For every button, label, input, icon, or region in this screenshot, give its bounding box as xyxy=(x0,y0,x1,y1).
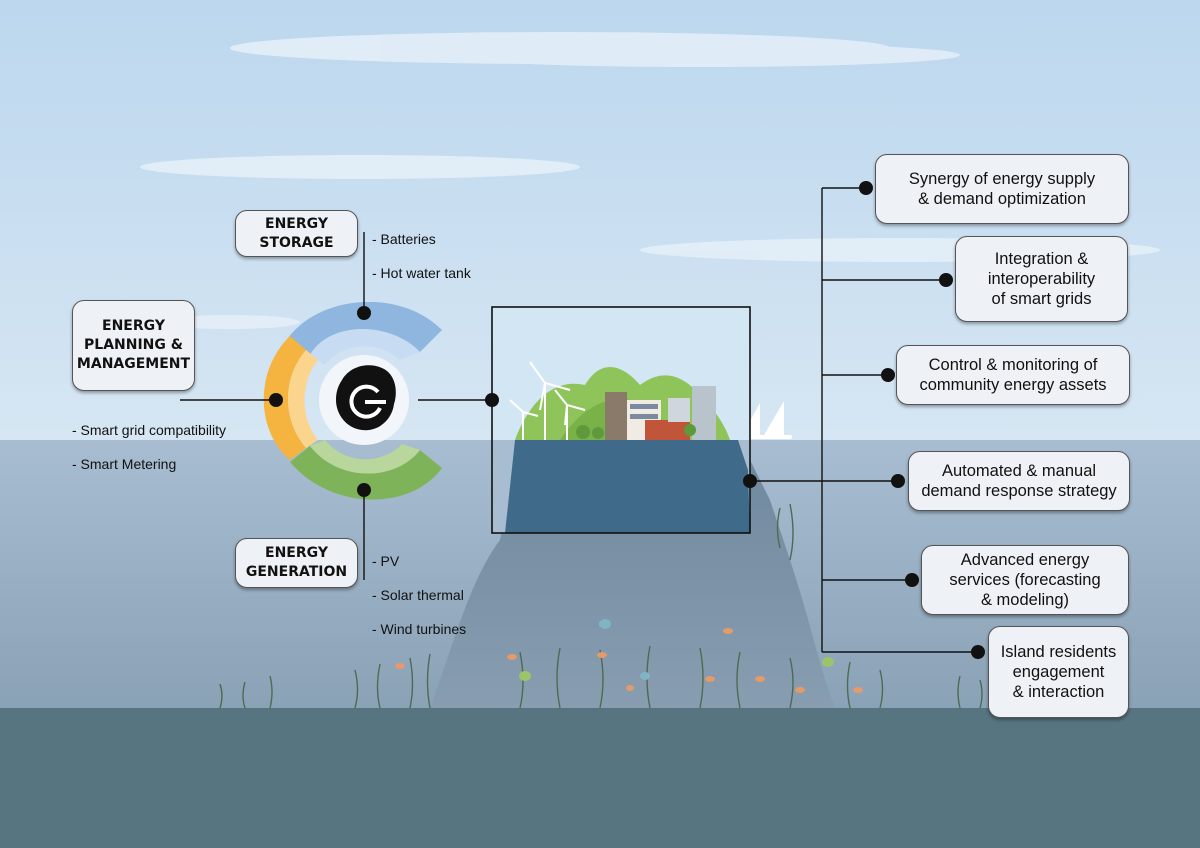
sea-floor xyxy=(0,708,1200,848)
connectors xyxy=(180,187,978,653)
service-box-supply-demand: Synergy of energy supply & demand optimi… xyxy=(875,154,1129,224)
island-picture xyxy=(492,307,750,533)
generation-arc-inner xyxy=(310,440,420,474)
storage-item: - Batteries xyxy=(372,231,436,247)
service-box-residents-engagement: Island residents engagement & interactio… xyxy=(988,626,1129,718)
connector-dots xyxy=(269,181,985,659)
connector-dot-icon xyxy=(485,393,499,407)
energy-storage-title: ENERGY STORAGE xyxy=(259,215,334,251)
connector-dot-icon xyxy=(905,573,919,587)
service-label: Control & monitoring of community energy… xyxy=(919,356,1107,394)
service-label: Island residents engagement & interactio… xyxy=(1000,643,1117,701)
island-picture-frame xyxy=(491,306,751,534)
energy-storage-items: - Batteries - Hot water tank xyxy=(372,214,471,299)
generation-item: - Solar thermal xyxy=(372,587,464,603)
service-label: Integration & interoperability of smart … xyxy=(987,250,1096,308)
connector-dot-icon xyxy=(859,181,873,195)
energy-planning-items: - Smart grid compatibility - Smart Meter… xyxy=(72,405,226,490)
energy-planning-title: ENERGY PLANNING & MANAGEMENT xyxy=(76,318,191,372)
connector-dot-icon xyxy=(881,368,895,382)
service-label: Automated & manual demand response strat… xyxy=(921,462,1117,500)
service-box-advanced-services: Advanced energy services (forecasting & … xyxy=(921,545,1129,615)
storage-arc xyxy=(288,301,442,355)
logo-mark xyxy=(349,384,382,419)
connector-dot-icon xyxy=(269,393,283,407)
service-box-control-monitoring: Control & monitoring of community energy… xyxy=(896,345,1130,405)
planning-item: - Smart Metering xyxy=(72,456,177,472)
storage-arc-inner xyxy=(310,329,420,365)
planning-arc xyxy=(263,336,306,460)
service-box-demand-response: Automated & manual demand response strat… xyxy=(908,451,1130,511)
generation-item: - Wind turbines xyxy=(372,621,467,637)
energy-generation-box: ENERGY GENERATION xyxy=(235,538,358,588)
energy-generation-title: ENERGY GENERATION xyxy=(245,545,348,580)
connector-dot-icon xyxy=(939,273,953,287)
storage-item: - Hot water tank xyxy=(372,265,471,281)
planning-arc-inner xyxy=(288,350,318,448)
connector-dot-icon xyxy=(357,483,371,497)
island-logo-icon xyxy=(336,365,396,431)
connector-dot-icon xyxy=(743,474,757,488)
energy-generation-items: - PV - Solar thermal - Wind turbines xyxy=(372,536,466,655)
generation-item: - PV xyxy=(372,553,400,569)
fish xyxy=(395,619,863,693)
energy-ring xyxy=(263,301,442,500)
connector-dot-icon xyxy=(357,306,371,320)
service-label: Synergy of energy supply & demand optimi… xyxy=(908,170,1096,208)
service-label: Advanced energy services (forecasting & … xyxy=(949,551,1101,609)
connector-dot-icon xyxy=(891,474,905,488)
connector-dot-icon xyxy=(971,645,985,659)
planning-item: - Smart grid compatibility xyxy=(72,422,227,438)
service-box-smart-grids: Integration & interoperability of smart … xyxy=(955,236,1128,322)
energy-storage-box: ENERGY STORAGE xyxy=(235,210,358,257)
generation-arc xyxy=(290,446,442,500)
energy-planning-box: ENERGY PLANNING & MANAGEMENT xyxy=(72,300,195,391)
